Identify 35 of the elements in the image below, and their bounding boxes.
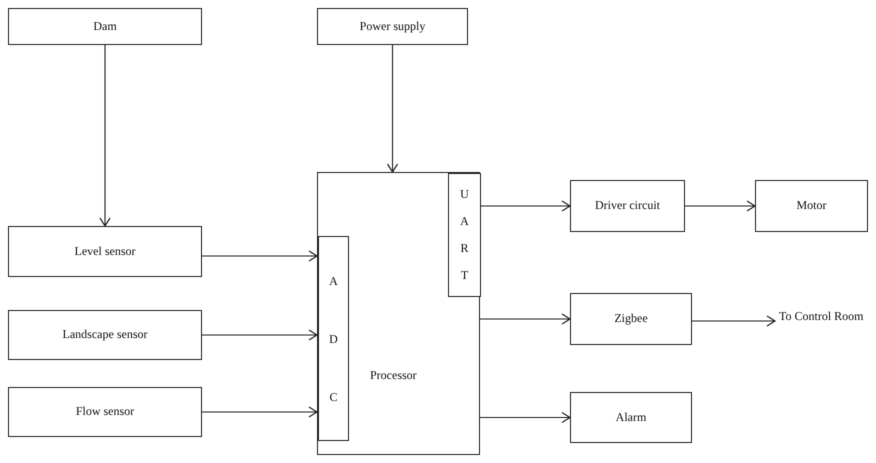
process-box (570, 392, 692, 443)
arrow (480, 412, 571, 424)
arrow (692, 315, 776, 327)
box-label: Zigbee (613, 312, 649, 326)
arrow (685, 200, 756, 212)
arrow (480, 200, 571, 212)
box-label: Driver circuit (594, 199, 661, 213)
process-box (8, 310, 202, 360)
processor-box (317, 172, 480, 455)
box-label: Landscape sensor (62, 328, 148, 342)
box-label: Level sensor (74, 244, 136, 258)
interface-box (318, 236, 349, 441)
destination-label: To Control Room (779, 310, 864, 324)
box-label: Motor (796, 199, 828, 213)
box-label: Flow sensor (74, 405, 136, 419)
process-box (570, 180, 685, 232)
box-label: Power supply (358, 20, 426, 34)
box-label: Processor (370, 369, 417, 383)
process-box (570, 293, 692, 345)
arrow (202, 406, 318, 418)
process-box (8, 226, 202, 277)
interface-box (448, 173, 481, 297)
box-label: Dam (92, 20, 118, 34)
arrow (99, 45, 111, 227)
arrow (202, 329, 318, 341)
arrow (480, 313, 571, 325)
process-box (8, 8, 202, 45)
box-label: UART (459, 186, 470, 284)
arrow (386, 45, 398, 173)
process-box (317, 8, 468, 45)
box-label: Alarm (614, 410, 648, 424)
process-box (8, 387, 202, 437)
box-label: ADC (328, 272, 339, 406)
arrow (202, 250, 318, 262)
process-box (755, 180, 868, 232)
